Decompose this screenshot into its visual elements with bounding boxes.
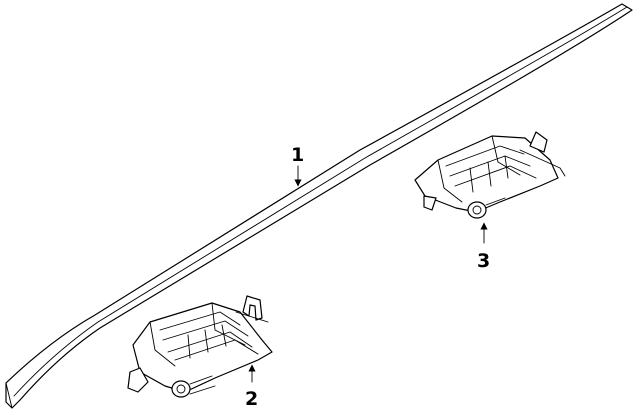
callout-2: 2 bbox=[245, 364, 258, 410]
callout-1-label: 1 bbox=[291, 144, 304, 166]
callout-1: 1 bbox=[291, 144, 304, 187]
bracket-clip-3 bbox=[414, 131, 566, 219]
callout-3-label: 3 bbox=[477, 250, 490, 272]
callout-2-label: 2 bbox=[245, 388, 258, 410]
callout-3: 3 bbox=[477, 222, 490, 272]
bracket-clip-2 bbox=[127, 295, 273, 398]
roof-rail-strip bbox=[5, 3, 633, 409]
